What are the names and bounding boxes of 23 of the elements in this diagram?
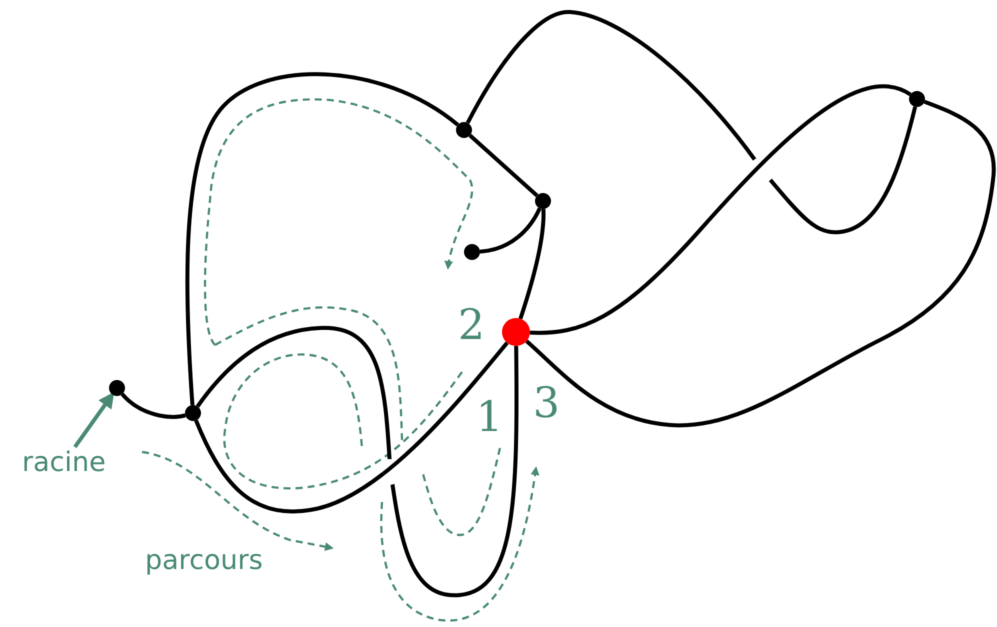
vertex-dot bbox=[464, 244, 480, 260]
curve-line bbox=[480, 207, 542, 254]
edge-number: 1 bbox=[476, 392, 503, 441]
edge-number: 3 bbox=[533, 378, 560, 427]
path-label: parcours bbox=[145, 545, 263, 576]
edge-number: 2 bbox=[458, 300, 485, 349]
curve-line bbox=[466, 10, 918, 234]
arrow bbox=[73, 392, 114, 448]
root-label: racine bbox=[22, 447, 106, 478]
curve-line bbox=[194, 342, 509, 514]
vertex-dot bbox=[909, 91, 925, 107]
vertex-dot bbox=[535, 193, 551, 209]
curve-line bbox=[530, 84, 912, 335]
curve-line bbox=[120, 392, 186, 419]
curve-line bbox=[518, 208, 546, 320]
vertex-dot bbox=[456, 122, 472, 138]
curve-line bbox=[525, 100, 996, 428]
curve-line bbox=[196, 326, 518, 597]
curve-line bbox=[185, 72, 460, 406]
vertex-dot bbox=[109, 380, 125, 396]
curve-line bbox=[468, 134, 538, 198]
vertex-dot bbox=[185, 405, 201, 421]
vertex-dot bbox=[502, 318, 530, 346]
